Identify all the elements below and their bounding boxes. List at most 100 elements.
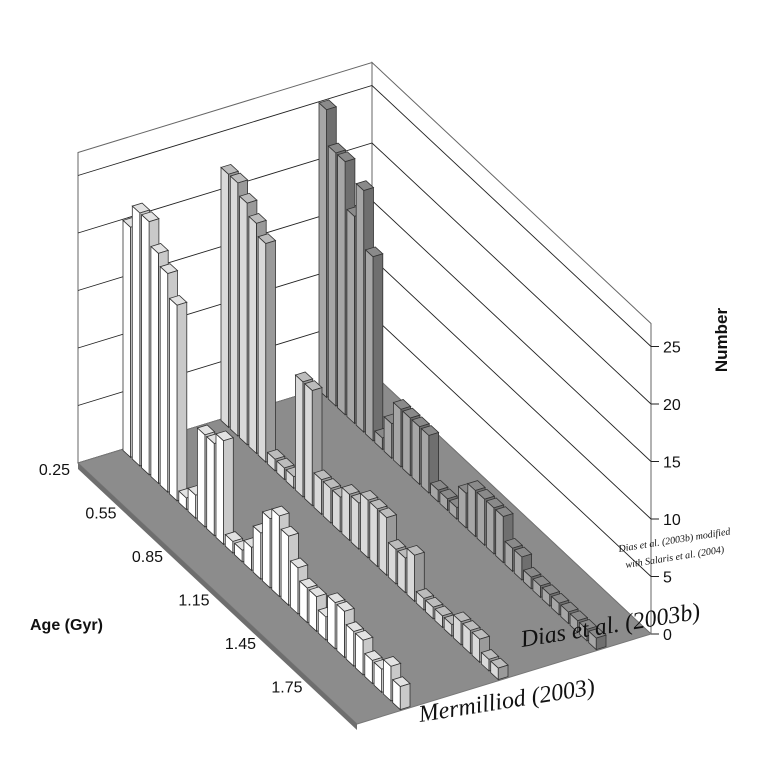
bar bbox=[532, 575, 551, 599]
bar-front bbox=[392, 401, 402, 468]
bar-front bbox=[355, 182, 365, 434]
bar-front bbox=[248, 215, 257, 455]
bar-front bbox=[196, 427, 206, 528]
bar-front bbox=[141, 213, 150, 476]
z-tick-label: 15 bbox=[663, 455, 681, 472]
bar-front bbox=[425, 599, 434, 620]
bar-side bbox=[265, 240, 276, 463]
bar-front bbox=[122, 219, 131, 459]
bar-front bbox=[317, 609, 327, 641]
bar-front bbox=[322, 480, 332, 524]
bar-front bbox=[276, 460, 285, 481]
bar bbox=[489, 657, 509, 681]
bar-front bbox=[220, 166, 229, 429]
bar-front bbox=[337, 153, 346, 416]
bar-front bbox=[383, 415, 393, 460]
bar-front bbox=[467, 482, 476, 538]
bar bbox=[406, 544, 426, 603]
bar-front bbox=[360, 492, 369, 559]
bar-front bbox=[523, 569, 532, 590]
bar-front bbox=[458, 485, 467, 529]
age-tick-label: 1.15 bbox=[178, 593, 209, 610]
bar-front bbox=[234, 542, 243, 563]
z-tick-label: 5 bbox=[663, 570, 672, 587]
chart-bars bbox=[122, 99, 607, 711]
bar-front bbox=[560, 604, 569, 625]
bar-front bbox=[448, 499, 458, 521]
bar-front bbox=[397, 550, 406, 594]
bar-front bbox=[480, 651, 490, 672]
bar-front bbox=[439, 491, 448, 512]
bar-front bbox=[569, 612, 578, 634]
bar-front bbox=[229, 175, 239, 437]
bar-front bbox=[373, 661, 383, 694]
bar-front bbox=[239, 195, 248, 446]
bar-front bbox=[262, 510, 271, 589]
bar-front bbox=[420, 427, 430, 494]
bar-front bbox=[415, 590, 425, 611]
bar-front bbox=[443, 616, 453, 638]
bar-front bbox=[462, 622, 471, 655]
bar-front bbox=[541, 586, 551, 608]
bar-front bbox=[215, 432, 224, 546]
bar-front bbox=[187, 487, 197, 520]
bar-front bbox=[178, 490, 187, 511]
bar-side bbox=[399, 683, 411, 711]
bar-front bbox=[365, 248, 374, 442]
bar-front bbox=[327, 594, 336, 650]
bar-front bbox=[378, 509, 388, 577]
bar-front bbox=[411, 418, 420, 486]
bar-front bbox=[159, 265, 169, 494]
bar-front bbox=[402, 410, 411, 477]
bar-front bbox=[369, 501, 378, 568]
bar-side bbox=[223, 437, 234, 545]
bar-front bbox=[206, 435, 215, 537]
bar bbox=[429, 479, 449, 503]
bar-front bbox=[551, 595, 560, 616]
bar-front bbox=[346, 208, 355, 425]
z-tick-label: 0 bbox=[663, 627, 672, 644]
bar-front bbox=[257, 235, 267, 464]
bar-front bbox=[485, 500, 495, 555]
age-axis-label: Age (Gyr) bbox=[30, 617, 103, 634]
bar-front bbox=[374, 430, 383, 451]
bar-front bbox=[332, 489, 341, 533]
bar bbox=[420, 425, 440, 494]
bar-front bbox=[289, 560, 299, 615]
bar bbox=[257, 233, 277, 464]
bar-front bbox=[294, 374, 304, 498]
bar-front bbox=[532, 578, 541, 599]
bar-front bbox=[588, 630, 597, 651]
bar-front bbox=[313, 471, 322, 516]
bar-front bbox=[299, 580, 308, 624]
age-tick-label: 0.55 bbox=[85, 506, 116, 523]
bar-front bbox=[355, 632, 364, 676]
bar-front bbox=[387, 541, 397, 585]
age-tick-label: 0.25 bbox=[39, 462, 70, 479]
bar-front bbox=[350, 495, 360, 551]
bar-front bbox=[131, 205, 141, 467]
bar-side bbox=[372, 253, 384, 442]
bar-side bbox=[176, 301, 188, 502]
bar-front bbox=[285, 468, 295, 490]
bar-front bbox=[252, 525, 262, 581]
floor-edge bbox=[78, 463, 357, 730]
bar-front bbox=[406, 547, 415, 603]
bar bbox=[168, 294, 188, 502]
bar-front bbox=[453, 613, 462, 646]
age-tick-label: 0.85 bbox=[132, 549, 163, 566]
bar-front bbox=[476, 491, 486, 547]
bar-front bbox=[280, 528, 290, 607]
bar-front bbox=[271, 508, 280, 598]
bar-front bbox=[243, 539, 252, 572]
bar bbox=[587, 627, 607, 651]
bar-front bbox=[495, 508, 504, 564]
bar bbox=[215, 430, 235, 546]
bar-front bbox=[345, 623, 355, 668]
age-tick-label: 1.75 bbox=[271, 680, 302, 697]
bar bbox=[364, 246, 384, 442]
z-axis-label: Number bbox=[712, 308, 731, 373]
age-tick-label: 1.45 bbox=[225, 636, 256, 653]
bar-front bbox=[267, 451, 276, 472]
bar-front bbox=[471, 631, 481, 664]
